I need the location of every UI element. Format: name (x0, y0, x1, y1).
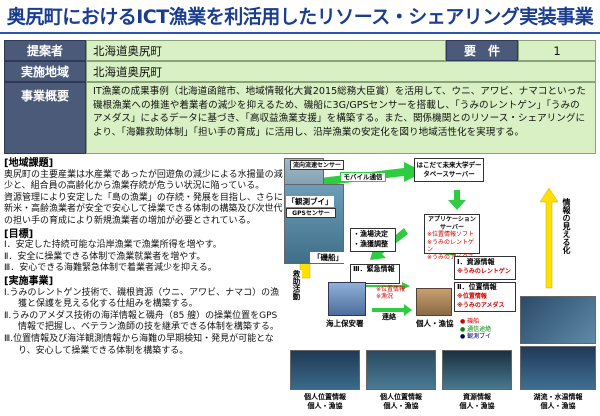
app-item: ※うみのアメダス (427, 253, 474, 261)
app-server-title: アプリケーションサーバー (428, 216, 476, 231)
fishing-adjust: ・漁獲調整 (353, 240, 388, 248)
goals-heading: [目標] (4, 228, 34, 240)
emergency-arrow (346, 282, 410, 290)
goal-item: Ⅰ．安定した持続可能な沿岸漁業で漁業所得を増やす。 (4, 240, 222, 251)
goal-item: Ⅱ．安全に操業できる体制で漁業就業者を増やす。 (4, 251, 206, 262)
bottom-photo-1 (290, 350, 360, 390)
position-sub: ※位置情報 (457, 293, 487, 300)
legend-item: ● 観測ブイ (460, 333, 492, 340)
position-box: Ⅱ．位置情報 ※位置情報 ※うみのアメダス (454, 282, 516, 312)
region-label: 実施地域 (4, 61, 86, 82)
resource-sub: ※うみのレントゲン (457, 268, 511, 275)
bottom-photo-3 (442, 350, 512, 390)
contact-arrow (372, 304, 412, 316)
emergency-item: ※漁況 (376, 293, 394, 300)
outline-label: 事業概要 (4, 82, 86, 154)
boat-label: 「磯船」 (310, 252, 346, 263)
bottom-caption: 個人位置情報 個人・漁協 (304, 393, 346, 410)
system-diagram: 流向流速センサー 「観測ブイ」 GPSセンサー 「磯船」 モバイル通信 はこだて… (284, 158, 596, 414)
bottom-caption: 個人位置情報 個人・漁協 (380, 393, 422, 410)
app-server: アプリケーションサーバー ※位置情報ソフト ※うみのレントゲン ※うみのアメダス (424, 214, 480, 261)
emergency-box: Ⅲ．緊急情報 (350, 264, 400, 284)
gps-sensor-label: GPSセンサー (286, 208, 336, 218)
proposer-label: 提案者 (4, 40, 86, 61)
coast-guard-building (328, 282, 366, 316)
position-sub: ※うみのアメダス (457, 302, 505, 309)
requirement-label: 要 件 (446, 40, 518, 61)
bottom-caption: 湖流・水温情報 個人・漁協 (533, 393, 583, 410)
emergency-subs: ※位置情報 ※漁況 (376, 286, 405, 300)
mobile-label: モバイル通信 (340, 172, 386, 182)
position-title: Ⅱ．位置情報 (457, 283, 497, 291)
rescue-label: 救助活動 (290, 270, 302, 300)
plan-item: Ⅰ.うみのレントゲン技術で、磯根資源（ウニ、アワビ、ナマコ）の漁獲と保護を見える… (4, 287, 280, 310)
plan-item: Ⅱ.うみのアメダス技術の海洋情報と磯舟（85 艘）の操業位置をGPS情報で把握し… (4, 310, 279, 333)
resource-title: Ⅰ．資源情報 (457, 258, 495, 266)
coop-house (416, 288, 452, 316)
visual-arrow (539, 187, 559, 289)
app-item: ※うみのレントゲン (427, 238, 475, 254)
issues-paragraph-1: 奥尻町の主要産業は水産業であったが回遊魚の減少による水揚量の減少と、組合員の高齢… (4, 169, 283, 192)
requirement-value: 1 (518, 40, 596, 61)
db-server: はこだて未来大学データベースサーバー (414, 158, 484, 182)
goal-item: Ⅲ．安心できる海難緊急体制で着業者減少を抑える。 (4, 263, 217, 274)
issues-heading: [地域課題] (4, 158, 54, 169)
bottom-photo-4 (520, 346, 596, 390)
coast-guard-label: 海上保安署 (326, 319, 364, 328)
app-item: ※位置情報ソフト (427, 231, 475, 238)
buoy-label: 「観測ブイ」 (286, 196, 334, 207)
bottom-caption: 資源情報 個人・漁協 (459, 393, 495, 410)
left-column: [地域課題] 奥尻町の主要産業は水産業であったが回遊魚の減少による水揚量の減少と… (4, 158, 284, 414)
resource-box: Ⅰ．資源情報 ※うみのレントゲン (454, 256, 516, 280)
map-legend: ● 磯船 ● 通信途絶 ● 観測ブイ (460, 318, 491, 341)
float-sensor-label: 流向流速センサー (290, 160, 344, 170)
emergency-item: ※位置情報 (376, 286, 406, 293)
page-title: 奥尻町におけるICT漁業を利活用したリソース・シェアリング実装事業 (0, 0, 600, 34)
emergency-title: Ⅲ．緊急情報 (353, 265, 395, 273)
fishing-box: ・漁場決定 ・漁獲調整 (350, 228, 396, 252)
outline-text: IT漁業の成果事例（北海道函館市、地域情報化大賞2015総務大臣賞）を活用して、… (86, 82, 596, 154)
region-value: 北海道奥尻町 (86, 61, 596, 82)
plan-item: Ⅲ.位置情報及び海洋観測情報から海難の早期検知・発見が可能となり、安心して操業で… (4, 333, 274, 356)
plan-heading: [実施事業] (4, 275, 54, 287)
issues-paragraph-2: 資源管理により安定した「島の漁業」の存続・発展を目指し、さらに新米・高齢漁業者が… (4, 192, 283, 226)
info-visual-label: 情報の見える化 (562, 198, 571, 254)
fishing-decision: ・漁場決定 (353, 230, 388, 238)
server-app-arrow (448, 190, 466, 210)
contact-label: 連絡 (382, 313, 396, 321)
proposer-value: 北海道奥尻町 (86, 40, 446, 61)
legend-item: ● 通信途絶 (460, 325, 492, 333)
legend-item: ● 磯船 (460, 318, 480, 325)
coop-label: 個人・漁協 (416, 319, 454, 328)
map-photo-top (520, 296, 596, 344)
bottom-photo-2 (366, 350, 436, 390)
